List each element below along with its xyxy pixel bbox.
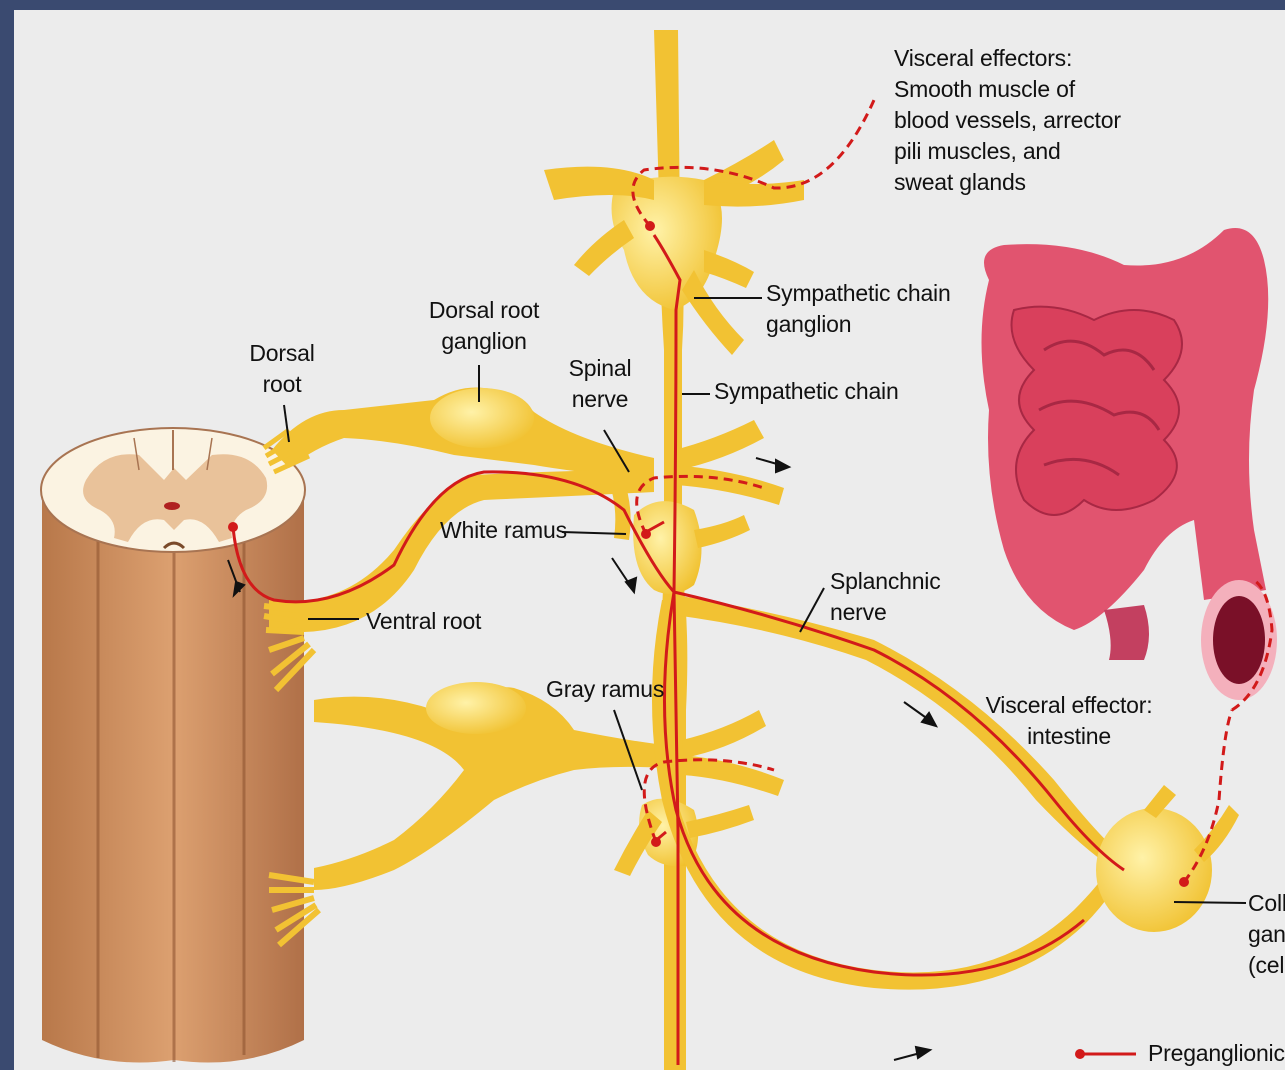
label-splanchnic-nerve: Splanchnic nerve <box>830 566 941 628</box>
collateral-ganglion <box>1096 808 1212 932</box>
intestine-illustration <box>982 228 1278 700</box>
label-sympathetic-chain-ganglion: Sympathetic chain ganglion <box>766 278 951 340</box>
label-collateral-ganglion: Coll gan (cel <box>1248 888 1285 981</box>
lower-spinal-nerve <box>269 682 664 945</box>
label-visceral-effectors: Visceral effectors: Smooth muscle of blo… <box>894 43 1121 198</box>
spinal-cord <box>41 428 305 1063</box>
label-ventral-root: Ventral root <box>366 606 481 637</box>
label-visceral-effector-intestine: Visceral effector: intestine <box>974 690 1164 752</box>
ventral-root <box>264 470 654 690</box>
diagram-slide: Visceral effectors: Smooth muscle of blo… <box>14 10 1285 1070</box>
label-dorsal-root: Dorsal root <box>242 338 322 400</box>
label-spinal-nerve: Spinal nerve <box>560 353 640 415</box>
legend-preganglionic-mark <box>1075 1049 1136 1059</box>
label-white-ramus: White ramus <box>440 515 567 546</box>
label-dorsal-root-ganglion: Dorsal root ganglion <box>419 295 549 357</box>
dorsal-root-ganglion <box>430 388 534 448</box>
label-sympathetic-chain: Sympathetic chain <box>714 376 899 407</box>
splanchnic-nerve <box>652 595 1239 990</box>
legend-preganglionic-label: Preganglionic <box>1148 1038 1285 1069</box>
label-gray-ramus: Gray ramus <box>546 674 664 705</box>
